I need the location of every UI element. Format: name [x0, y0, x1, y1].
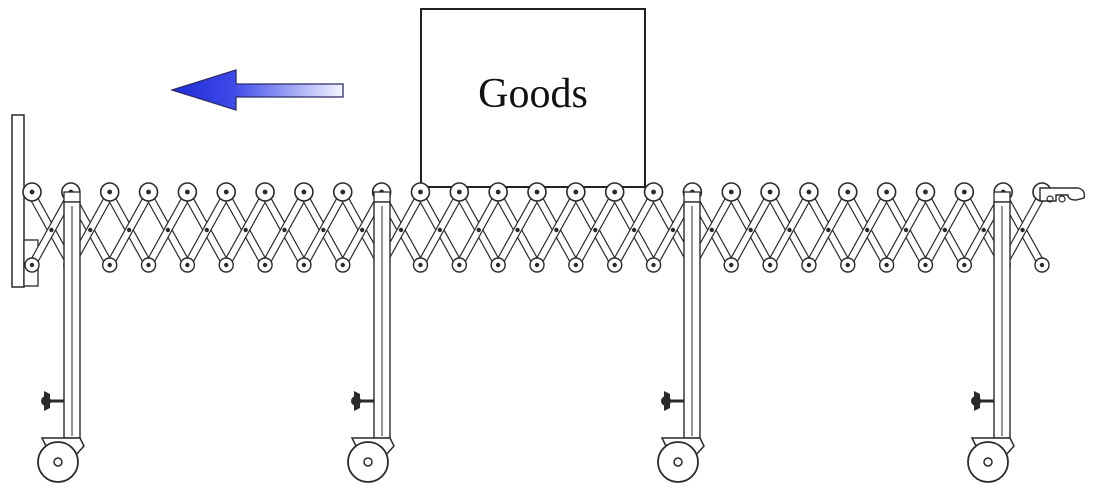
- bottom-roller-axle: [962, 262, 967, 268]
- bottom-roller-axle: [612, 262, 617, 268]
- roller-axle: [651, 189, 656, 195]
- knob-cap: [971, 396, 981, 406]
- bottom-roller-axle: [767, 262, 773, 268]
- pivot-pin: [321, 227, 326, 233]
- support-leg: [347, 191, 395, 483]
- bottom-roller-axle: [418, 262, 423, 268]
- pivot-pin: [631, 227, 637, 233]
- bottom-roller-axle: [806, 262, 812, 268]
- pivot-pin: [554, 227, 559, 233]
- support-legs: [37, 191, 1015, 483]
- goods-label: Goods: [478, 71, 588, 117]
- bottom-roller-axle: [457, 262, 462, 268]
- support-leg: [967, 191, 1015, 483]
- roller-axle: [845, 189, 851, 195]
- roller-axle: [146, 189, 151, 195]
- roller-axle: [301, 189, 307, 195]
- bottom-roller-axle: [495, 262, 501, 268]
- roller-axle: [884, 189, 890, 195]
- wheel-hub: [53, 457, 63, 467]
- leg-bracket: [63, 191, 81, 203]
- bottom-roller-axle: [301, 262, 307, 268]
- pivot-pin: [787, 227, 792, 233]
- leg-bracket: [373, 191, 391, 203]
- goods-box: Goods: [420, 8, 646, 188]
- bottom-roller-axle: [845, 262, 850, 268]
- bottom-roller-axle: [923, 262, 928, 268]
- knob-cap: [41, 396, 51, 406]
- bottom-roller-axle: [146, 262, 151, 268]
- roller-axle: [107, 189, 113, 195]
- pivot-pin: [476, 227, 481, 233]
- knob-cap: [661, 396, 671, 406]
- bottom-roller-axle: [185, 262, 190, 268]
- scissor-frame: [22, 182, 1052, 273]
- pivot-pin: [515, 227, 520, 233]
- pivot-pin: [282, 227, 287, 233]
- roller-axle: [612, 189, 618, 195]
- roller-axle: [728, 189, 734, 195]
- roller-axle: [262, 189, 268, 195]
- leg-bracket: [993, 191, 1011, 203]
- roller-axle: [806, 189, 812, 195]
- pivot-pin: [670, 227, 676, 233]
- roller-axle: [184, 189, 190, 195]
- bottom-roller-axle: [340, 262, 345, 268]
- pivot-pin: [593, 227, 598, 233]
- bottom-roller-axle: [884, 262, 889, 268]
- pivot-pin: [88, 227, 93, 233]
- roller-axle: [29, 189, 35, 195]
- wheel-hub: [673, 457, 683, 467]
- roller-axle: [573, 189, 579, 195]
- bottom-roller-axle: [651, 262, 656, 268]
- bottom-roller-axle: [29, 262, 35, 268]
- pivot-pin: [709, 227, 715, 233]
- bottom-roller-axle: [224, 262, 229, 268]
- pivot-pin: [243, 227, 248, 233]
- roller-axle: [767, 189, 773, 195]
- end-hook: [1039, 187, 1086, 203]
- roller-axle: [534, 189, 540, 195]
- pivot-pin: [126, 227, 132, 233]
- pivot-pin: [864, 227, 870, 233]
- roller-axle: [340, 189, 346, 195]
- pivot-pin: [981, 227, 986, 233]
- wheel-hub: [363, 457, 373, 467]
- pivot-pin: [204, 227, 210, 233]
- pivot-pin: [826, 227, 831, 233]
- roller-axle: [923, 189, 928, 195]
- bottom-roller-axle: [573, 262, 579, 268]
- roller-axle: [418, 189, 423, 195]
- pivot-pin: [398, 227, 404, 233]
- direction-arrow: [169, 69, 344, 111]
- pivot-pin: [903, 227, 909, 233]
- roller-axle: [223, 189, 229, 195]
- pivot-pin: [1020, 227, 1025, 233]
- roller-axle: [495, 189, 501, 195]
- bottom-roller-axle: [534, 262, 540, 268]
- bottom-roller-axle: [262, 262, 268, 268]
- bottom-roller-axle: [729, 262, 734, 268]
- support-leg: [657, 191, 705, 483]
- bottom-roller-axle: [1039, 262, 1045, 268]
- pivot-pin: [942, 227, 948, 233]
- roller-axle: [456, 189, 462, 195]
- leg-bracket: [683, 191, 701, 203]
- pivot-pin: [748, 227, 753, 233]
- roller-axle: [961, 189, 967, 195]
- bottom-roller-axle: [107, 262, 112, 268]
- pivot-pin: [359, 227, 365, 233]
- knob-cap: [351, 396, 361, 406]
- wheel-hub: [983, 457, 993, 467]
- pivot-pin: [49, 227, 54, 233]
- pivot-pin: [437, 227, 443, 233]
- support-leg: [37, 191, 85, 483]
- pivot-pin: [165, 227, 171, 233]
